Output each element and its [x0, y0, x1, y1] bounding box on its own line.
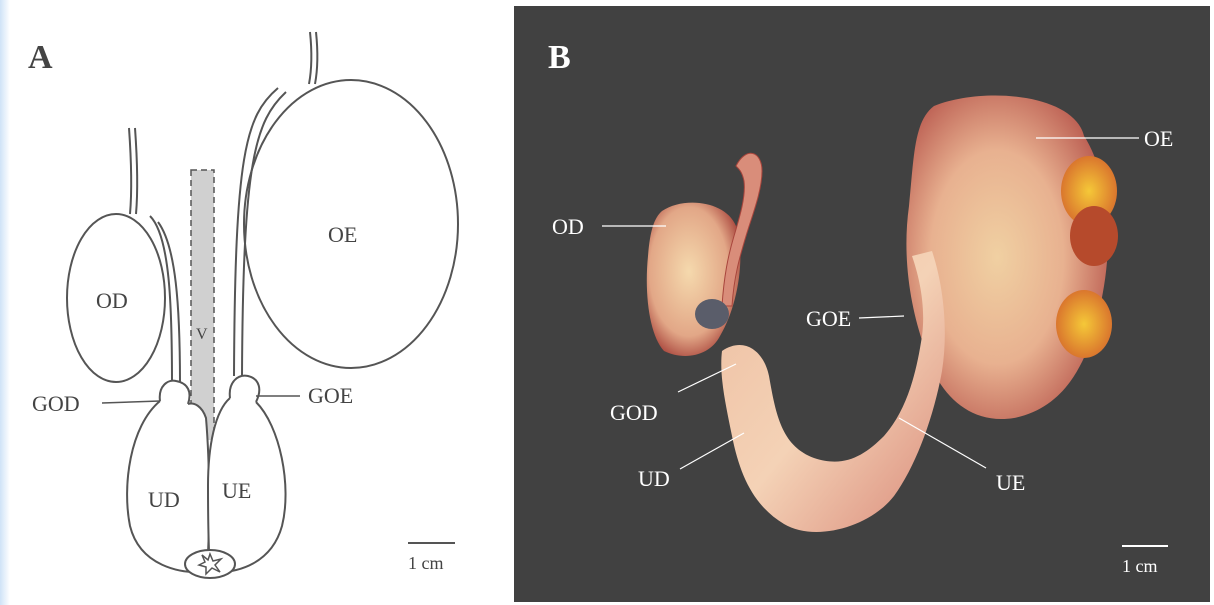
scale-bar-b-label: 1 cm: [1122, 556, 1158, 576]
ue-label: UE: [222, 478, 251, 503]
panel-a-svg: A V OD OE: [10, 6, 513, 602]
panel-b-svg: B OD OE GOE GOD UD: [514, 6, 1210, 602]
od-stalk-inner: [135, 128, 137, 214]
god-leader: [102, 401, 160, 403]
b-ue-label: UE: [996, 470, 1025, 495]
dark-patch: [695, 299, 729, 329]
goe-label: GOE: [308, 383, 353, 408]
b-goe-leader: [859, 316, 904, 318]
od-stalk: [129, 128, 131, 214]
goe-bulge: [230, 376, 260, 402]
v-region: [191, 170, 214, 440]
b-oe-label: OE: [1144, 126, 1173, 151]
follicle-2: [1070, 206, 1118, 266]
ud-label: UD: [148, 487, 180, 512]
panel-b-photo: B OD OE GOE GOD UD: [514, 6, 1210, 602]
left-border-decoration: [0, 0, 10, 605]
b-god-label: GOD: [610, 400, 658, 425]
scale-bar-a-label: 1 cm: [408, 553, 444, 573]
god-bulge: [160, 381, 190, 404]
b-goe-label: GOE: [806, 306, 851, 331]
oe-stalk: [309, 32, 311, 84]
b-ud-leader: [680, 433, 744, 469]
panel-b-letter: B: [548, 39, 571, 76]
follicle-3: [1056, 290, 1112, 358]
oe-stalk-inner: [315, 32, 317, 84]
b-od-label: OD: [552, 214, 584, 239]
god-label: GOD: [32, 391, 80, 416]
panel-a-letter: A: [28, 39, 53, 76]
od-label: OD: [96, 288, 128, 313]
b-ud-label: UD: [638, 466, 670, 491]
panel-a-diagram: A V OD OE: [10, 6, 513, 602]
v-label: V: [196, 326, 208, 343]
oe-label: OE: [328, 222, 357, 247]
